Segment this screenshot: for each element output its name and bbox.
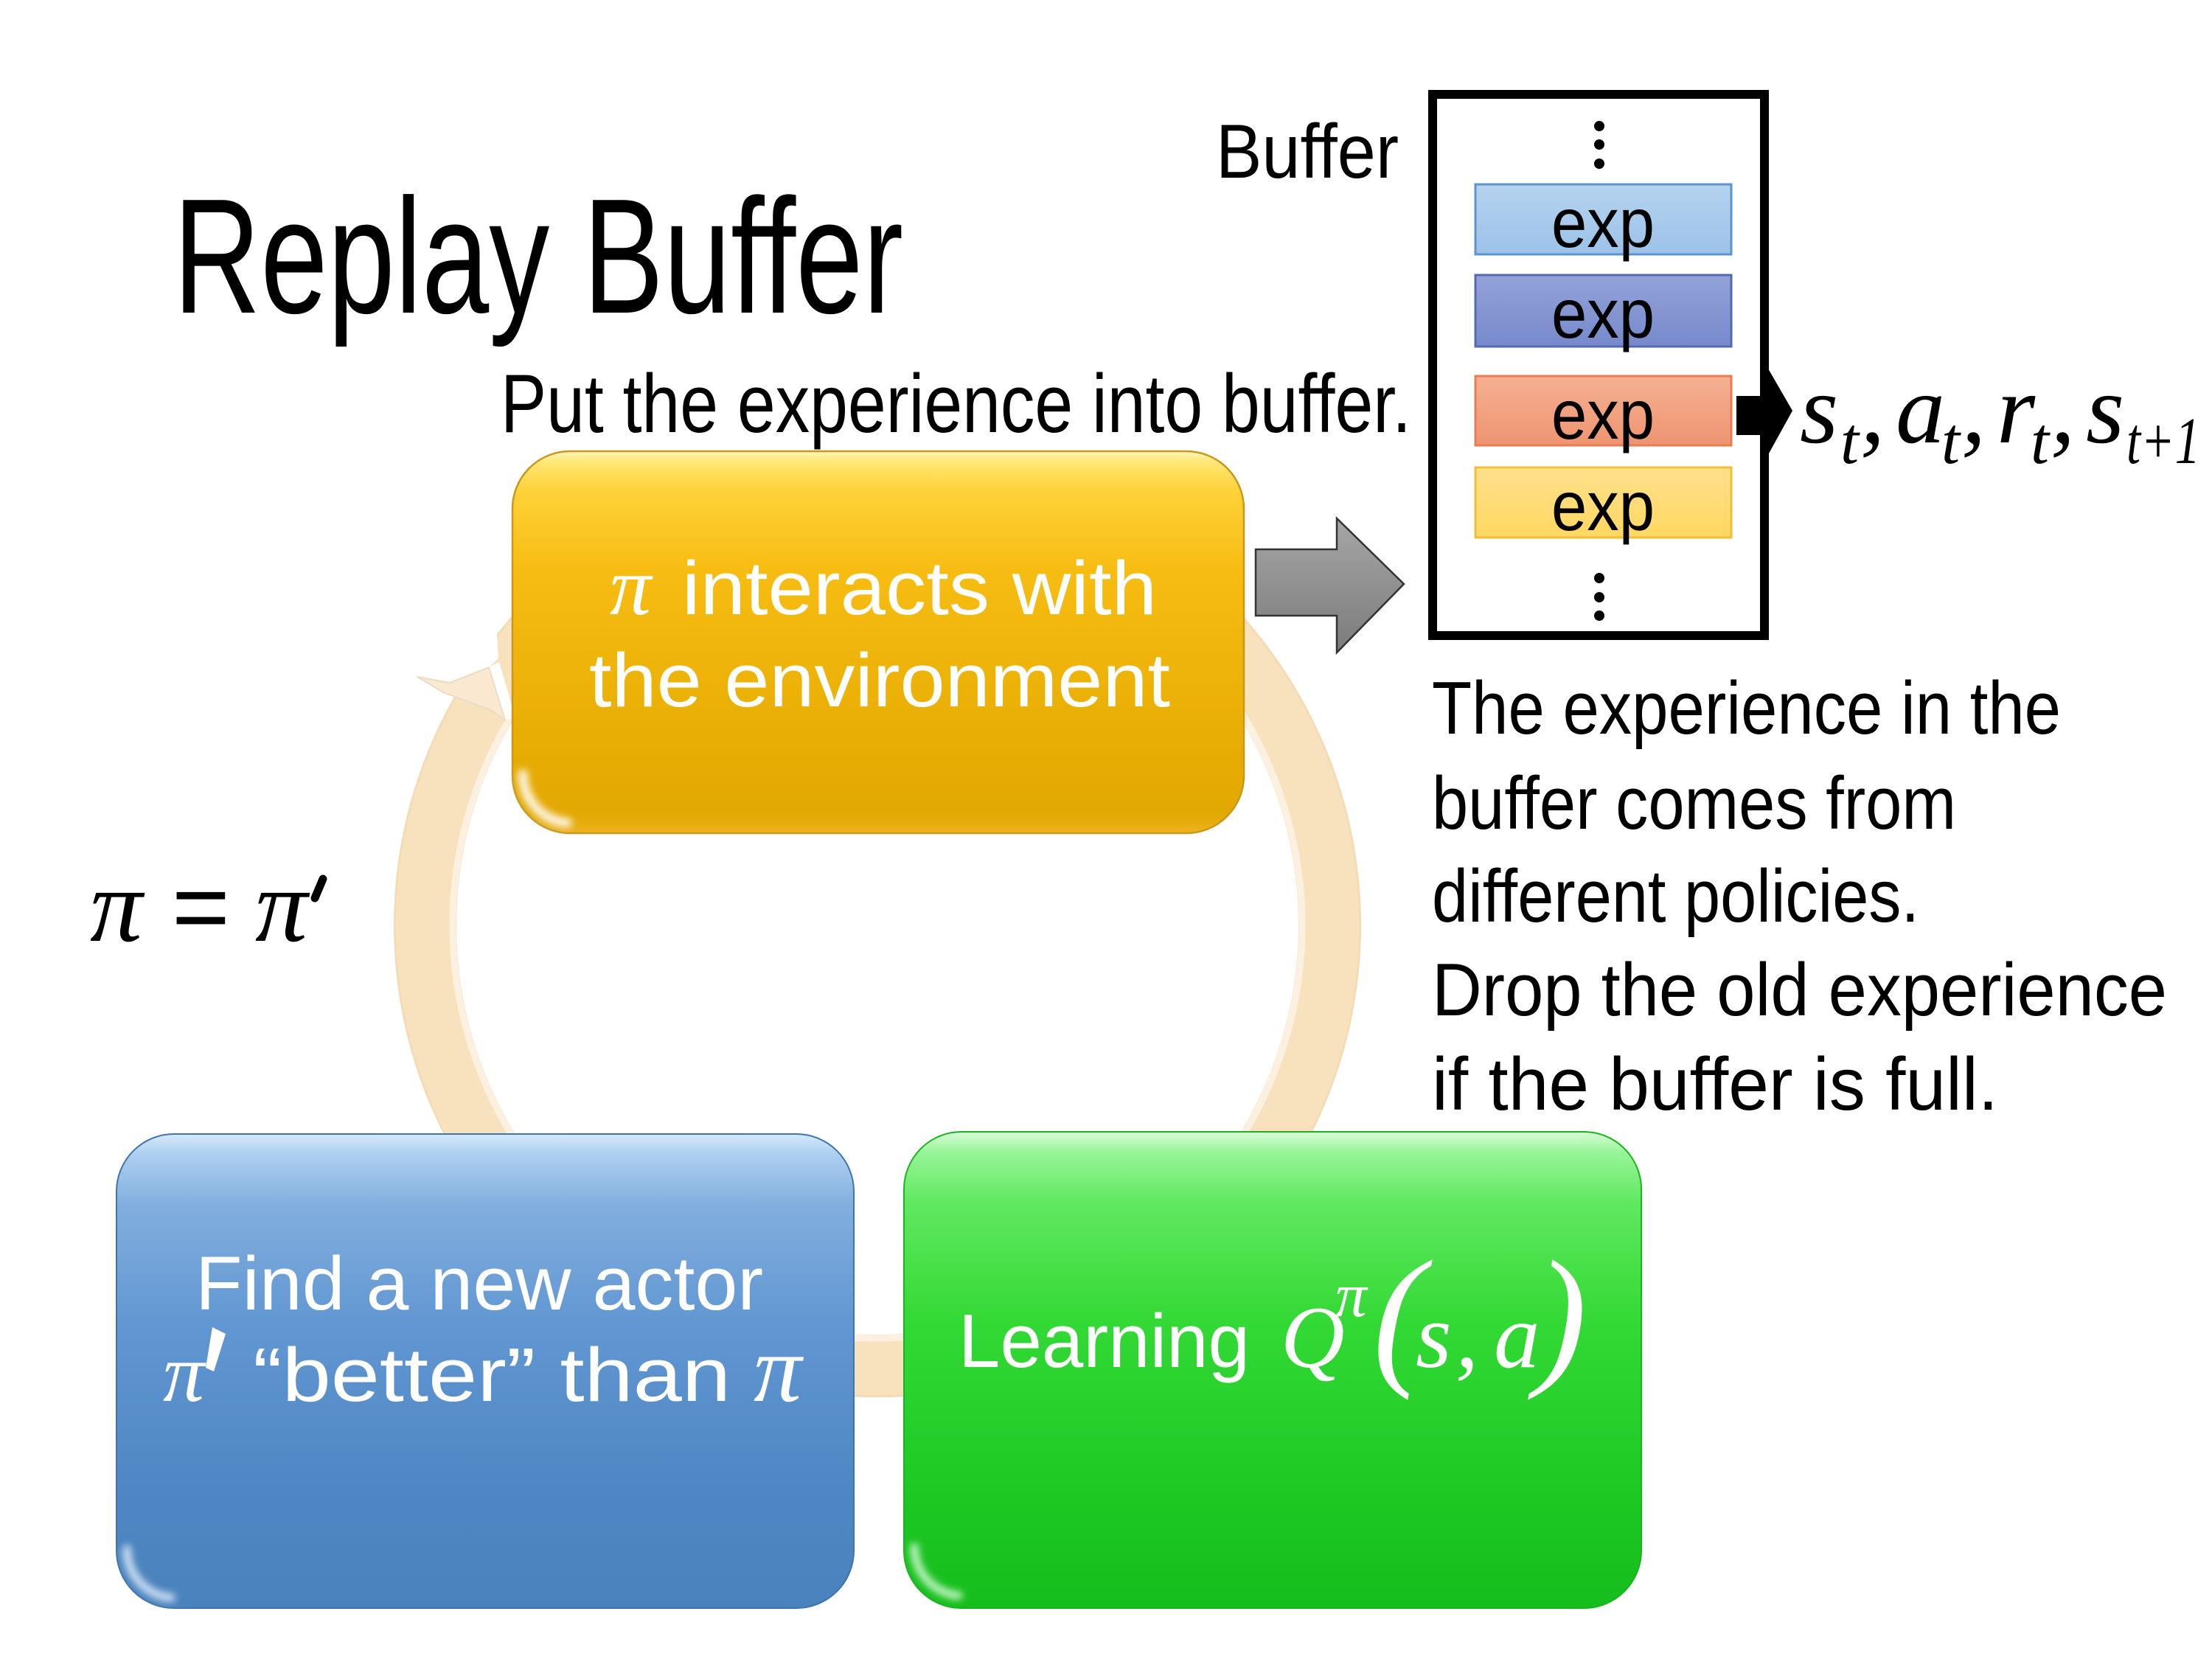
svg-text:): ): [1528, 1230, 1587, 1401]
svg-text:a: a: [1896, 355, 1945, 464]
svg-text:,: ,: [1860, 355, 1885, 464]
svg-text:s: s: [1416, 1286, 1452, 1388]
svg-text:(: (: [1373, 1230, 1433, 1401]
svg-text:The experience in the: The experience in the: [1432, 667, 2061, 750]
svg-text:the environment: the environment: [589, 638, 1170, 723]
svg-text:π: π: [90, 847, 145, 964]
svg-text:t: t: [2031, 405, 2051, 478]
svg-text:exp: exp: [1551, 376, 1655, 454]
svg-text:t: t: [1941, 405, 1961, 478]
svg-text:,: ,: [1961, 355, 1986, 464]
svg-text:t+1: t+1: [2126, 405, 2200, 478]
svg-text:Buffer: Buffer: [1216, 109, 1399, 195]
svg-text:r: r: [1997, 355, 2036, 464]
svg-text:s: s: [1800, 355, 1838, 464]
svg-text:Drop the old experience: Drop the old experience: [1432, 949, 2167, 1032]
svg-text:π: π: [163, 1328, 206, 1419]
svg-text:,: ,: [1455, 1286, 1478, 1388]
svg-text:π: π: [255, 847, 310, 964]
svg-text:exp: exp: [1551, 275, 1655, 353]
svg-text:different policies.: different policies.: [1432, 855, 1919, 938]
svg-text:=: =: [172, 851, 230, 962]
svg-text:,: ,: [2051, 355, 2076, 464]
svg-text:s: s: [2086, 355, 2124, 464]
svg-text:if the buffer is full.: if the buffer is full.: [1432, 1043, 1998, 1126]
svg-text:exp: exp: [1551, 184, 1655, 262]
svg-text:interacts with: interacts with: [682, 546, 1157, 630]
svg-text:t: t: [1840, 405, 1860, 478]
svg-text:buffer comes from: buffer comes from: [1432, 762, 1956, 845]
svg-text:a: a: [1494, 1286, 1540, 1388]
svg-text:Replay Buffer: Replay Buffer: [173, 165, 903, 348]
svg-text:Q: Q: [1281, 1288, 1345, 1386]
svg-text:π: π: [1335, 1261, 1368, 1330]
svg-text:“better” than: “better” than: [253, 1332, 731, 1417]
svg-text:Learning: Learning: [959, 1298, 1250, 1383]
svg-text:π: π: [610, 541, 653, 633]
svg-text:π: π: [754, 1316, 804, 1422]
svg-text:Put the experience into buffer: Put the experience into buffer.: [501, 358, 1411, 450]
svg-text:exp: exp: [1551, 467, 1655, 546]
svg-text:Find a new actor: Find a new actor: [195, 1241, 763, 1326]
